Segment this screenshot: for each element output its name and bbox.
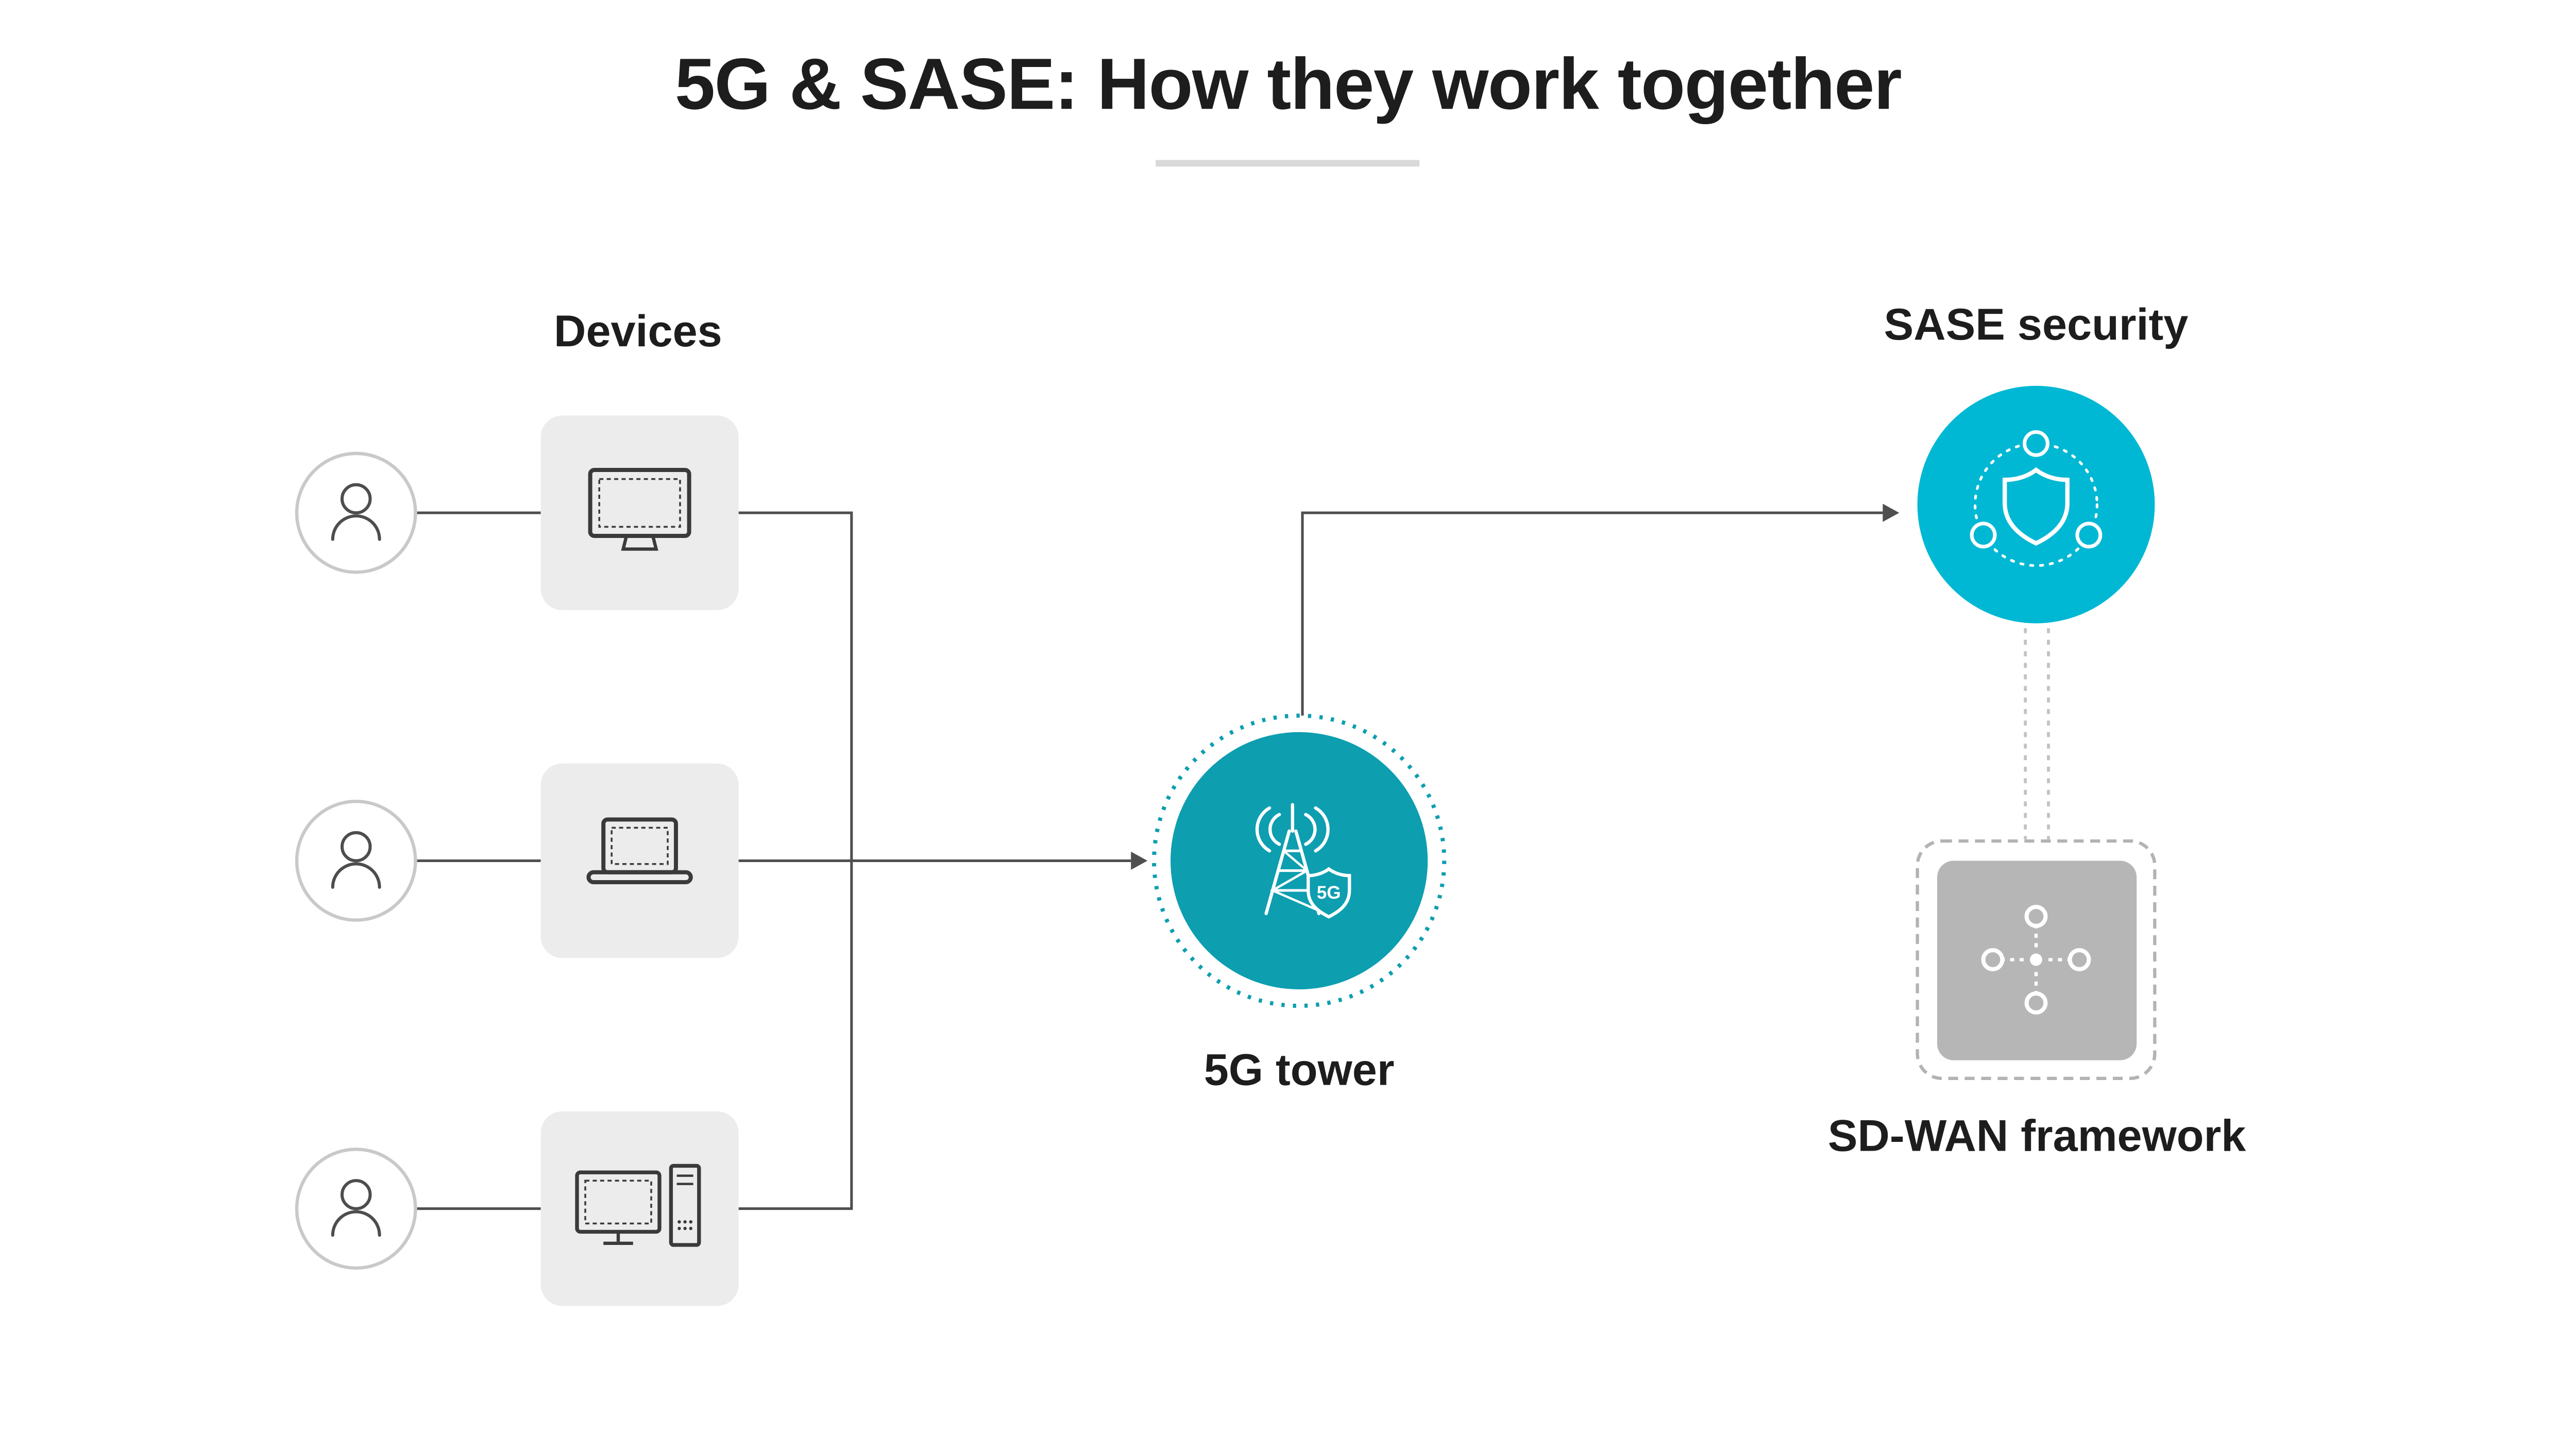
tower-label: 5G tower <box>1204 1045 1395 1095</box>
5g-tower-node: 5G <box>1118 679 1481 1042</box>
title-divider <box>1156 160 1420 167</box>
devices-label: Devices <box>554 307 722 357</box>
tower-circle <box>1171 732 1428 989</box>
sdwan-framework-box <box>1916 839 2157 1080</box>
device-box-monitor <box>540 415 739 610</box>
cell-tower-icon: 5G <box>1255 803 1351 919</box>
sase-security-node <box>1904 373 2168 636</box>
sdwan-nodes-icon <box>1981 905 2091 1015</box>
sdwan-label: SD-WAN framework <box>1827 1111 2246 1161</box>
page-title: 5G & SASE: How they work together <box>674 44 1902 126</box>
arrow-right-icon <box>1131 851 1148 870</box>
connector-tower-sase <box>1301 511 1883 716</box>
user-icon <box>331 1179 381 1237</box>
shield-network-icon <box>1970 430 2103 567</box>
device-box-laptop <box>540 763 739 958</box>
laptop-icon <box>586 817 693 885</box>
5g-shield: 5G <box>1307 867 1351 919</box>
user-avatar <box>295 1148 417 1270</box>
monitor-icon <box>588 468 691 551</box>
user-avatar <box>295 800 417 922</box>
user-avatar <box>295 451 417 574</box>
sdwan-inner-tile <box>1936 860 2136 1059</box>
user-icon <box>331 831 381 889</box>
device-box-desktop <box>540 1111 739 1306</box>
user-icon <box>331 483 381 541</box>
desktop-icon <box>575 1164 701 1247</box>
5g-badge: 5G <box>1317 883 1341 903</box>
tower-dotted-ring <box>1152 713 1447 1008</box>
sase-label: SASE security <box>1884 300 2189 350</box>
arrow-right-icon <box>1883 503 1900 522</box>
